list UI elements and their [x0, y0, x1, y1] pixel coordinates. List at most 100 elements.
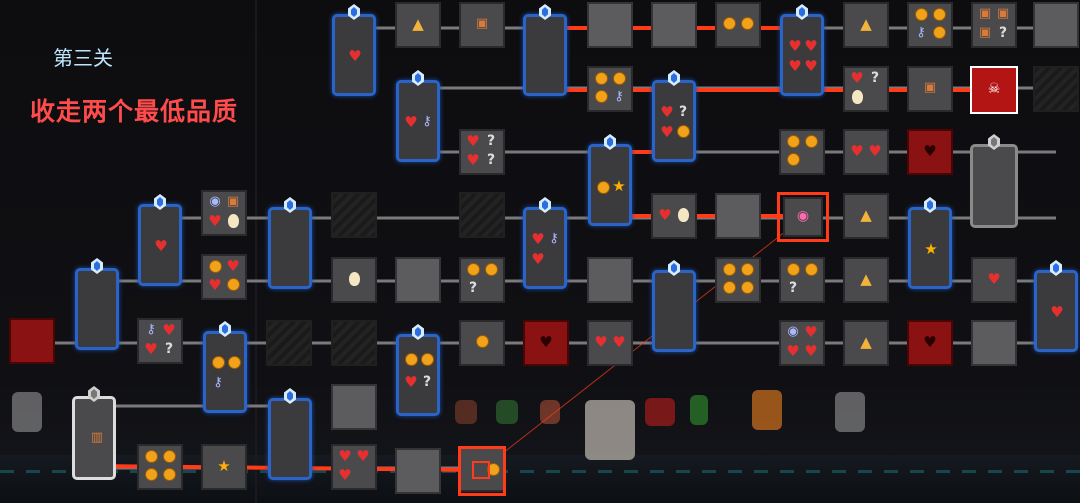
room[interactable]: ♥ ♥ — [587, 320, 633, 366]
room[interactable] — [715, 257, 761, 303]
room-locked — [459, 192, 505, 238]
room-destination[interactable]: ☠ — [970, 66, 1018, 114]
gem-icon: ◉ — [796, 208, 810, 224]
room[interactable]: ▲ — [395, 2, 441, 48]
egg-icon — [849, 90, 865, 106]
room-tall[interactable] — [268, 197, 312, 289]
question-icon: ? — [486, 152, 496, 168]
room-tall[interactable]: ♥ ? — [396, 324, 440, 416]
room-tall[interactable]: ♥ — [332, 4, 376, 96]
room-boss[interactable]: ♥ — [523, 320, 569, 366]
question-icon: ? — [164, 341, 174, 357]
question-icon: ? — [468, 280, 478, 296]
chest-icon: ▣ — [978, 25, 992, 40]
key-icon: ⚷ — [916, 25, 926, 40]
room[interactable]: ▣ ▣ ▣ ? — [971, 2, 1017, 48]
room[interactable]: ⚷ ♥ ♥ ? — [137, 318, 183, 364]
room[interactable]: ◉ ♥ ♥ ♥ — [779, 320, 825, 366]
room[interactable]: ▲ — [843, 320, 889, 366]
gem-icon — [91, 258, 103, 274]
coin-icon — [465, 263, 481, 279]
objective-text: 收走两个最低品质 — [30, 97, 239, 126]
coin-icon — [913, 8, 929, 24]
room-tall[interactable]: ♥ — [1034, 260, 1078, 352]
question-icon: ? — [422, 374, 432, 390]
room-boss[interactable]: ♥ — [907, 320, 953, 366]
gem-icon — [988, 134, 1000, 150]
room[interactable] — [587, 257, 633, 303]
room[interactable] — [395, 448, 441, 494]
room[interactable]: ? — [459, 257, 505, 303]
room-tall[interactable] — [75, 258, 119, 350]
coin-icon — [161, 468, 177, 484]
room[interactable] — [779, 129, 825, 175]
room[interactable]: ♥ ? — [843, 66, 889, 112]
heart-icon: ♥ — [868, 142, 882, 160]
room[interactable] — [651, 2, 697, 48]
room[interactable] — [331, 384, 377, 430]
key-icon: ⚷ — [422, 114, 432, 129]
coin-icon — [143, 450, 159, 466]
room-tall[interactable]: ♥ ⚷ ♥ — [523, 197, 567, 289]
room[interactable]: ▣ — [907, 66, 953, 112]
heart-icon: ♥ — [208, 212, 222, 230]
room[interactable] — [137, 444, 183, 490]
heart-icon: ♥ — [531, 250, 545, 268]
chest-icon: ▣ — [996, 6, 1010, 21]
coin-icon — [403, 353, 419, 369]
room[interactable] — [587, 2, 633, 48]
room[interactable] — [395, 257, 441, 303]
room[interactable]: ♥ ♥ ♥ — [331, 444, 377, 490]
room[interactable] — [715, 2, 761, 48]
room-tall[interactable] — [268, 388, 312, 480]
coin-icon — [161, 450, 177, 466]
room-tall[interactable]: ★ — [588, 134, 632, 226]
room-tall[interactable]: ♥ ⚷ — [396, 70, 440, 162]
room[interactable]: ◉ ▣ ♥ — [201, 190, 247, 236]
room[interactable] — [459, 320, 505, 366]
character-sprite — [496, 400, 518, 424]
current-position-marker — [458, 446, 506, 496]
room[interactable]: ▲ — [843, 193, 889, 239]
room-tall[interactable]: ⚷ — [203, 321, 247, 413]
character-sprite — [455, 400, 477, 424]
gem-icon — [219, 321, 231, 337]
room[interactable] — [331, 257, 377, 303]
room-tall[interactable] — [652, 260, 696, 352]
room[interactable]: ♥ ♥ — [843, 129, 889, 175]
heart-icon: ♥ — [539, 333, 553, 351]
room-tall[interactable]: ♥ — [138, 194, 182, 286]
room[interactable]: ⚷ — [907, 2, 953, 48]
room[interactable]: ♥ ? ♥ ? — [459, 129, 505, 175]
heart-icon: ♥ — [154, 237, 168, 255]
room-tall[interactable]: ♥ ♥ ♥ ♥ — [780, 4, 824, 96]
room[interactable]: ♥ — [971, 257, 1017, 303]
room[interactable]: ? — [779, 257, 825, 303]
room-tall-locked[interactable] — [970, 134, 1018, 228]
heart-icon: ♥ — [658, 206, 672, 224]
room[interactable]: ▲ — [843, 2, 889, 48]
heart-icon: ♥ — [466, 132, 480, 150]
room[interactable]: ♥ ♥ — [201, 254, 247, 300]
room-tall[interactable]: ♥ ? ♥ — [652, 70, 696, 162]
room-tall[interactable]: ★ — [908, 197, 952, 289]
triangle-icon: ▲ — [860, 270, 872, 288]
room[interactable]: ▲ — [843, 257, 889, 303]
room[interactable]: ★ — [201, 444, 247, 490]
room-tall-exit[interactable]: ▥ — [72, 386, 116, 480]
room[interactable] — [971, 320, 1017, 366]
heart-icon: ♥ — [404, 373, 418, 391]
skull-icon: ☠ — [987, 81, 1001, 97]
room[interactable]: ⚷ — [587, 66, 633, 112]
room[interactable]: ♥ — [651, 193, 697, 239]
gem-icon — [539, 4, 551, 20]
room[interactable]: ▣ — [459, 2, 505, 48]
egg-icon — [675, 208, 691, 224]
room[interactable] — [1033, 2, 1079, 48]
room-tall[interactable] — [523, 4, 567, 96]
room-boss[interactable]: ♥ — [907, 129, 953, 175]
coin-icon — [721, 263, 737, 279]
room[interactable] — [715, 193, 761, 239]
room-start[interactable] — [9, 318, 55, 364]
room-target[interactable]: ◉ — [783, 197, 823, 237]
